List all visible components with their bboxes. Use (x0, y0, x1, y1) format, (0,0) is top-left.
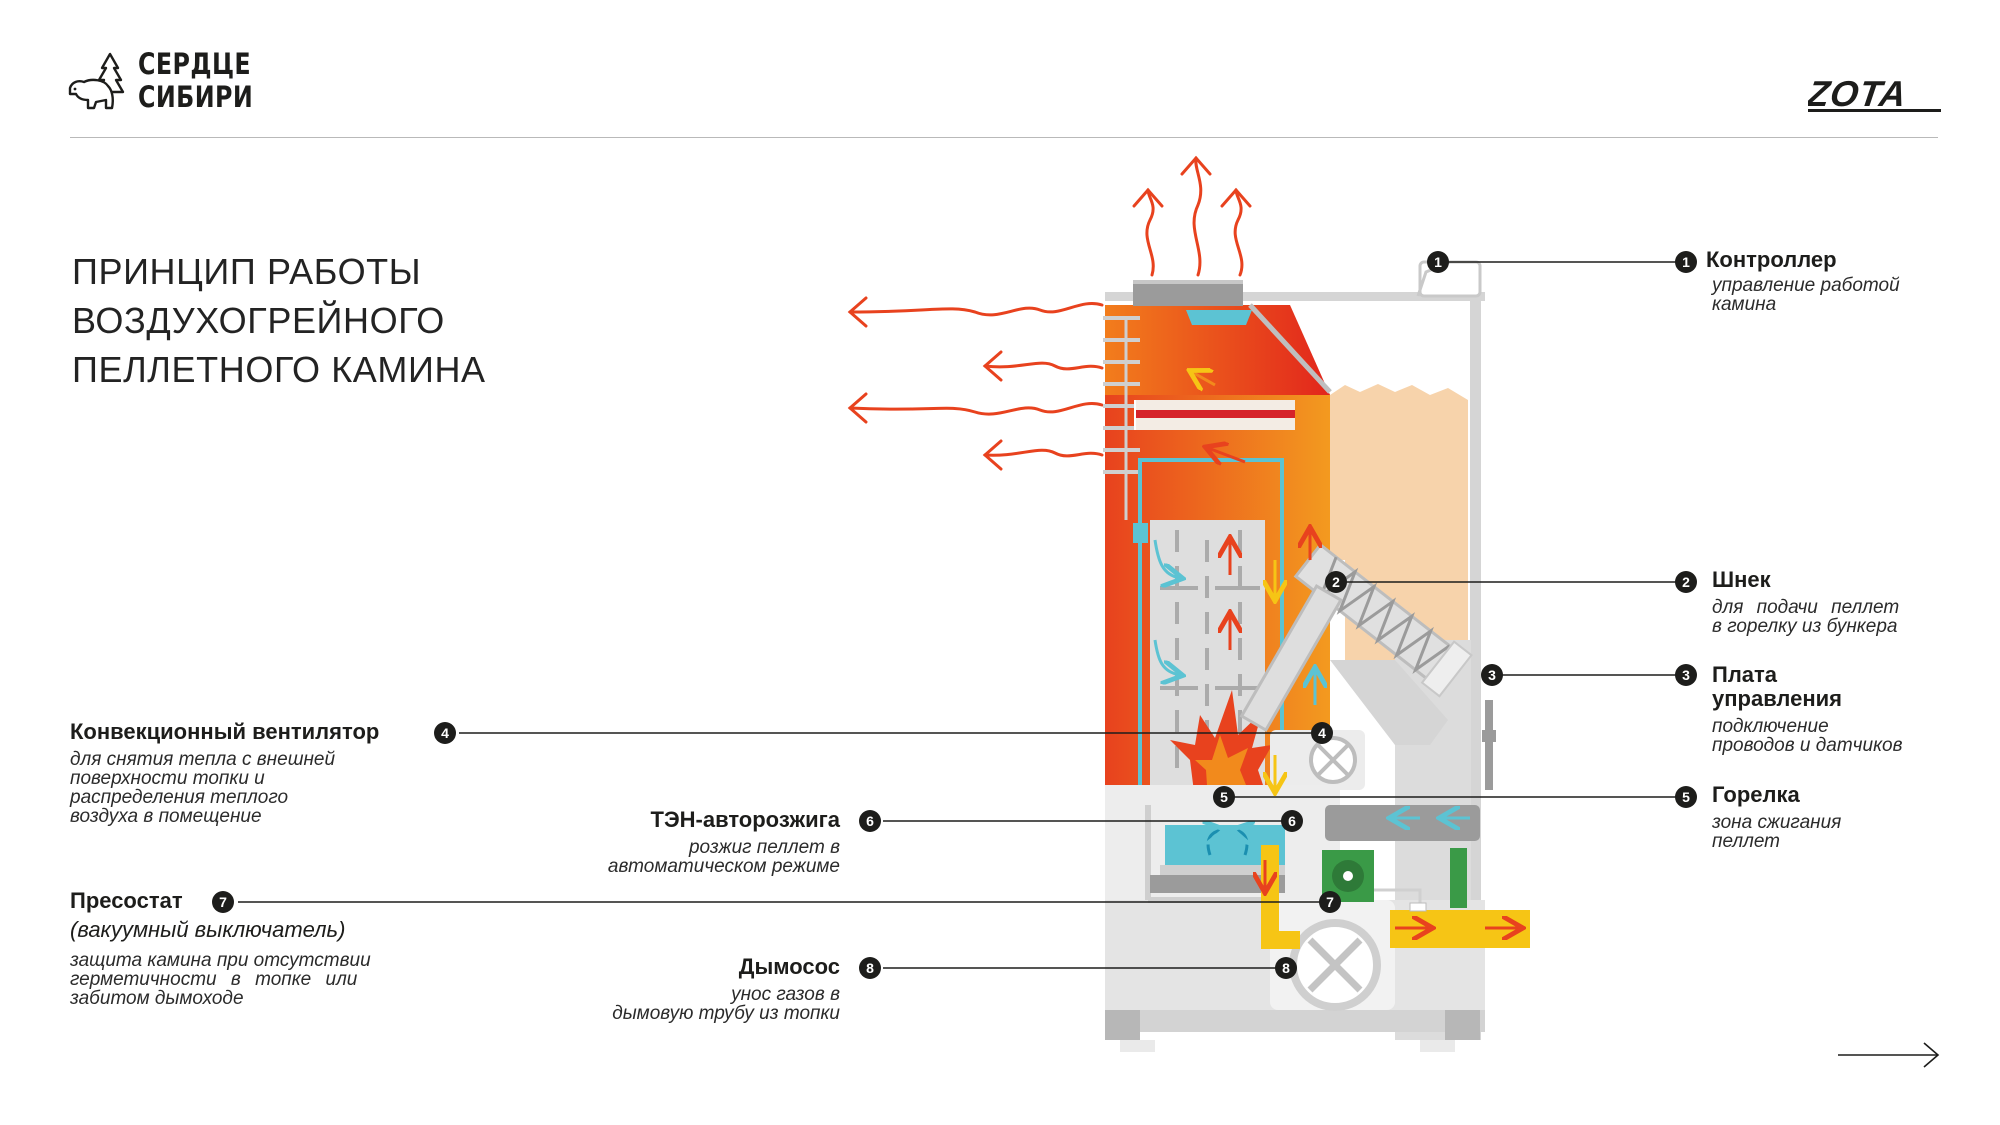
callout-2-badge: 2 (1675, 571, 1697, 593)
callout-controller: Контроллер управление работой камина (1706, 247, 1900, 315)
brand-line-2: СИБИРИ (138, 80, 254, 114)
callout-8-badge: 8 (859, 957, 881, 979)
callout-burner-desc-2: пеллет (1712, 831, 1781, 852)
zota-logo: ZOTA (1804, 73, 1941, 114)
marker-2: 2 (1325, 571, 1347, 593)
callout-1-badge: 1 (1675, 251, 1697, 273)
callout-burner-name: Горелка (1712, 782, 1800, 807)
marker-3: 3 (1481, 664, 1503, 686)
title-line-3: ПЕЛЛЕТНОГО КАМИНА (72, 349, 486, 390)
brand-name: СЕРДЦЕ СИБИРИ (138, 48, 253, 114)
heat-exchanger (1134, 400, 1295, 430)
callout-extractor-desc-1: унос газов в (731, 984, 840, 1005)
callout-pressostat: Пресостат (вакуумный выключатель) защита… (70, 888, 371, 1009)
callout-igniter-desc-1: розжиг пеллет в (688, 837, 840, 858)
callout-pressostat-name: Пресостат (70, 888, 183, 913)
callout-board-desc-2: проводов и датчиков (1712, 735, 1903, 756)
header-divider (70, 137, 1938, 138)
marker-6: 6 (1281, 810, 1303, 832)
callout-5-badge: 5 (1675, 786, 1697, 808)
callout-board-name-1: Плата (1712, 662, 1778, 687)
callout-convection-fan: Конвекционный вентилятор для снятия тепл… (70, 719, 380, 827)
page-title: ПРИНЦИП РАБОТЫ ВОЗДУХОГРЕЙНОГО ПЕЛЛЕТНОГ… (72, 247, 486, 394)
callout-pressostat-desc-1: защита камина при отсутствии (70, 950, 371, 971)
callout-fan-desc-3: распределения теплого (70, 787, 289, 808)
callout-auger-desc-1: для подачи пеллет (1712, 597, 1900, 618)
control-board (1450, 848, 1467, 908)
marker-7: 7 (1319, 891, 1341, 913)
callout-pressostat-sub: (вакуумный выключатель) (70, 917, 346, 942)
callout-controller-desc-1: управление работой (1712, 275, 1900, 296)
callout-fan-desc-2: поверхности топки и (70, 768, 265, 789)
callout-3-badge: 3 (1675, 664, 1697, 686)
callout-board: Плата управления подключение проводов и … (1712, 662, 1903, 756)
partner-wordmark: ZOTA (1808, 76, 1910, 114)
marker-1: 1 (1427, 251, 1449, 273)
callout-igniter: ТЭН-авторозжига розжиг пеллет в автомати… (560, 807, 840, 877)
callout-7-badge: 7 (212, 891, 234, 913)
title-line-2: ВОЗДУХОГРЕЙНОГО (72, 300, 445, 341)
title-line-1: ПРИНЦИП РАБОТЫ (72, 251, 422, 292)
callout-burner-desc-1: зона сжигания (1712, 812, 1842, 833)
hot-air-side-arrows (847, 296, 1104, 471)
flue-outlet (1186, 310, 1252, 325)
callout-auger-name: Шнек (1712, 567, 1771, 592)
flow-arrows (1153, 372, 1520, 928)
bunker-slope (1330, 660, 1448, 745)
callout-fan-desc-1: для снятия тепла с внешней (70, 749, 336, 770)
callout-controller-name: Контроллер (1706, 247, 1837, 272)
side-louvers (1103, 316, 1140, 520)
marker-8: 8 (1275, 957, 1297, 979)
callout-board-name-2: управления (1712, 686, 1843, 711)
flame (1170, 690, 1272, 800)
callout-igniter-desc-2: автоматическом режиме (607, 856, 840, 877)
brand-logo: СЕРДЦЕ СИБИРИ (66, 48, 278, 114)
marker-5: 5 (1213, 786, 1235, 808)
callout-6-badge: 6 (859, 810, 881, 832)
callout-pressostat-desc-2: герметичности в топке или (70, 969, 358, 990)
callout-pressostat-desc-3: забитом дымоходе (70, 988, 244, 1009)
callout-extractor-desc-2: дымовую трубу из топки (612, 1003, 840, 1024)
callout-4-badge: 4 (434, 722, 456, 744)
arrow-right-icon (1838, 1042, 1940, 1068)
callout-fan-desc-4: воздуха в помещение (70, 806, 262, 827)
callout-controller-desc-2: камина (1712, 294, 1777, 315)
callout-auger-desc-2: в горелку из бункера (1712, 616, 1898, 637)
igniter-bar (1325, 805, 1480, 841)
hot-air-up-arrows (1132, 155, 1252, 277)
leader-lines (238, 261, 1686, 969)
next-slide-button[interactable] (1836, 1040, 1942, 1075)
callout-igniter-name: ТЭН-авторозжига (650, 807, 840, 832)
smoke-extractor (1270, 900, 1395, 1011)
brand-line-1: СЕРДЦЕ (138, 47, 252, 81)
marker-4: 4 (1311, 722, 1333, 744)
callout-auger: Шнек для подачи пеллет в горелку из бунк… (1712, 567, 1900, 637)
callout-fan-name: Конвекционный вентилятор (70, 719, 380, 744)
callout-board-desc-1: подключение (1712, 716, 1829, 737)
callout-smoke-extractor: Дымосос унос газов в дымовую трубу из то… (560, 954, 840, 1024)
partner-logo: ZOTA (1804, 73, 1943, 119)
bear-tree-icon (68, 52, 125, 110)
callout-extractor-name: Дымосос (738, 954, 840, 979)
convection-fan (1270, 730, 1365, 790)
callout-burner: Горелка зона сжигания пеллет (1712, 782, 1842, 852)
chimney-collar (1133, 282, 1243, 306)
